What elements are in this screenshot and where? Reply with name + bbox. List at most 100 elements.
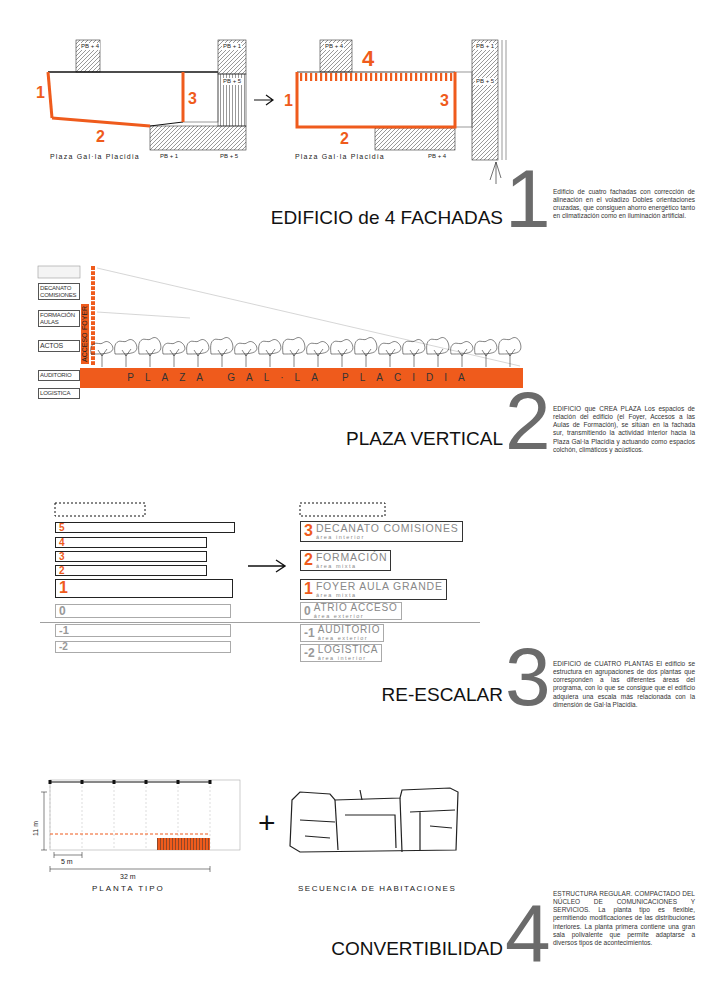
section-title: PLAZA VERTICAL <box>346 428 503 450</box>
program-name: ATRIO ACCESO <box>314 603 398 613</box>
floor-number: -2 <box>59 641 68 652</box>
annotation: SECUENCIA DE HABITACIONES <box>298 884 456 893</box>
annotation: 11 m <box>32 821 40 836</box>
annotation: PB + 1 <box>160 153 178 160</box>
floor-box: ACTOS <box>38 340 80 352</box>
annotation: PB + 1 <box>222 43 242 50</box>
area-type: área mixta <box>316 563 387 569</box>
site-plan-before <box>48 40 273 150</box>
program-box: -1AUDITORIOárea exterior <box>300 624 384 642</box>
facade-number: 2 <box>340 130 349 148</box>
program-box: -2LOGISTICAárea interior <box>300 644 382 662</box>
level-bar: 2 <box>55 565 207 576</box>
floor-number: 1 <box>59 579 68 596</box>
room-sequence-sketch <box>290 788 458 852</box>
plaza-name: PLAZA GAL·LA PLACIDIA <box>127 372 475 383</box>
area-type: área interior <box>316 534 459 540</box>
program-text: FORMACIÓNárea mixta <box>316 552 387 569</box>
program-name: FORMACIÓN <box>316 552 387 563</box>
program-name: DECANATO COMISIONES <box>316 523 459 534</box>
floor-name: DECANATO COMISIONES <box>40 285 78 298</box>
annotation: PB + 5 <box>222 78 242 85</box>
vertical-plaza-section <box>38 266 521 367</box>
area-type: área exterior <box>314 613 398 619</box>
facade-number: 3 <box>440 92 449 110</box>
level-bar: -2 <box>55 641 231 653</box>
annotation: 5 m <box>61 858 73 866</box>
floor-number: -1 <box>59 624 69 636</box>
annotation: PB + 5 <box>220 153 238 160</box>
facade-number: 3 <box>188 90 197 108</box>
floor-number: 5 <box>59 522 65 533</box>
floor-number: -2 <box>304 647 315 659</box>
facade-number: 1 <box>284 92 293 110</box>
floor-number: 0 <box>304 605 311 617</box>
plaza-band: PLAZA GAL·LA PLACIDIA <box>80 368 523 388</box>
level-bar: -1 <box>55 624 231 637</box>
level-bar: 4 <box>55 537 207 548</box>
program-box: 2FORMACIÓNárea mixta <box>300 550 391 571</box>
program-name: FOYER AULA GRANDE <box>316 581 443 592</box>
level-bar: 3 <box>55 551 207 562</box>
section-number: 3 <box>505 636 551 718</box>
floor-name: AUDITORIO <box>40 372 78 379</box>
program-text: LOGISTICAárea interior <box>318 645 379 661</box>
floor-number: 0 <box>59 604 66 618</box>
program-text: ATRIO ACCESOárea exterior <box>314 603 398 619</box>
floor-number: -1 <box>304 627 315 639</box>
area-type: área exterior <box>318 635 381 641</box>
floor-number: 3 <box>304 523 313 539</box>
typical-floor-plan <box>41 780 240 872</box>
site-plan-after <box>297 40 506 184</box>
section-number: 4 <box>505 893 551 975</box>
description: Edificio de cuatro fachadas con correcci… <box>553 188 695 221</box>
annotation: PB + 5 <box>475 78 495 85</box>
annotation: Plaza Gal·la Placidia <box>295 153 385 161</box>
section-title: CONVERTIBILIDAD <box>331 938 503 960</box>
floor-number: 1 <box>304 581 313 597</box>
area-type: área interior <box>318 655 379 661</box>
program-text: DECANATO COMISIONESárea interior <box>316 523 459 540</box>
description: EDIFICIO de CUATRO PLANTAS El edificio s… <box>553 660 695 709</box>
annotation: PB + 1 <box>475 43 495 50</box>
floor-name: ACTOS <box>40 342 78 350</box>
program-text: AUDITORIOárea exterior <box>318 625 381 641</box>
section-title: EDIFICIO de 4 FACHADAS <box>271 207 503 229</box>
program-text: FOYER AULA GRANDEárea mixta <box>316 581 443 598</box>
floor-name: FORMACIÓN AULAS <box>40 312 78 325</box>
annotation: PB + 4 <box>80 43 100 50</box>
level-bar: 1 <box>55 579 233 598</box>
annotation: Plaza Gal·la Placidia <box>50 153 140 161</box>
level-bar: 5 <box>55 522 235 533</box>
floor-box: AUDITORIO <box>38 370 80 381</box>
annotation: ACCESO <box>81 330 89 364</box>
section-title: RE-ESCALAR <box>382 684 503 706</box>
section-number: 1 <box>505 158 551 240</box>
description: EDIFICIO que CREA PLAZA Los espacios de … <box>553 405 695 454</box>
program-box: 1FOYER AULA GRANDEárea mixta <box>300 579 447 600</box>
floor-number: 4 <box>59 537 65 548</box>
floor-number: 3 <box>59 551 65 562</box>
annotation: PB + 4 <box>324 43 344 50</box>
annotation: 32 m <box>120 873 136 881</box>
description: ESTRUCTURA REGULAR. COMPACTADO DEL NÚCLE… <box>553 890 695 947</box>
section-number: 2 <box>505 380 551 462</box>
annotation: FOYER <box>81 304 89 332</box>
rescale-section <box>40 503 480 623</box>
area-type: área mixta <box>316 592 443 598</box>
floor-number: 2 <box>304 552 313 568</box>
floor-box: FORMACIÓN AULAS <box>38 310 80 327</box>
facade-number: 2 <box>96 128 105 146</box>
level-bar: 0 <box>55 604 231 618</box>
annotation: PB + 4 <box>428 153 446 160</box>
program-name: AUDITORIO <box>318 625 381 635</box>
facade-number: 4 <box>362 46 374 71</box>
annotation: + <box>258 806 276 841</box>
program-box: 3DECANATO COMISIONESárea interior <box>300 521 463 542</box>
annotation: PLANTA TIPO <box>92 884 165 893</box>
floor-box: DECANATO COMISIONES <box>38 283 80 300</box>
floor-number: 2 <box>59 565 65 576</box>
floor-box: LOGISTICA <box>38 388 80 399</box>
